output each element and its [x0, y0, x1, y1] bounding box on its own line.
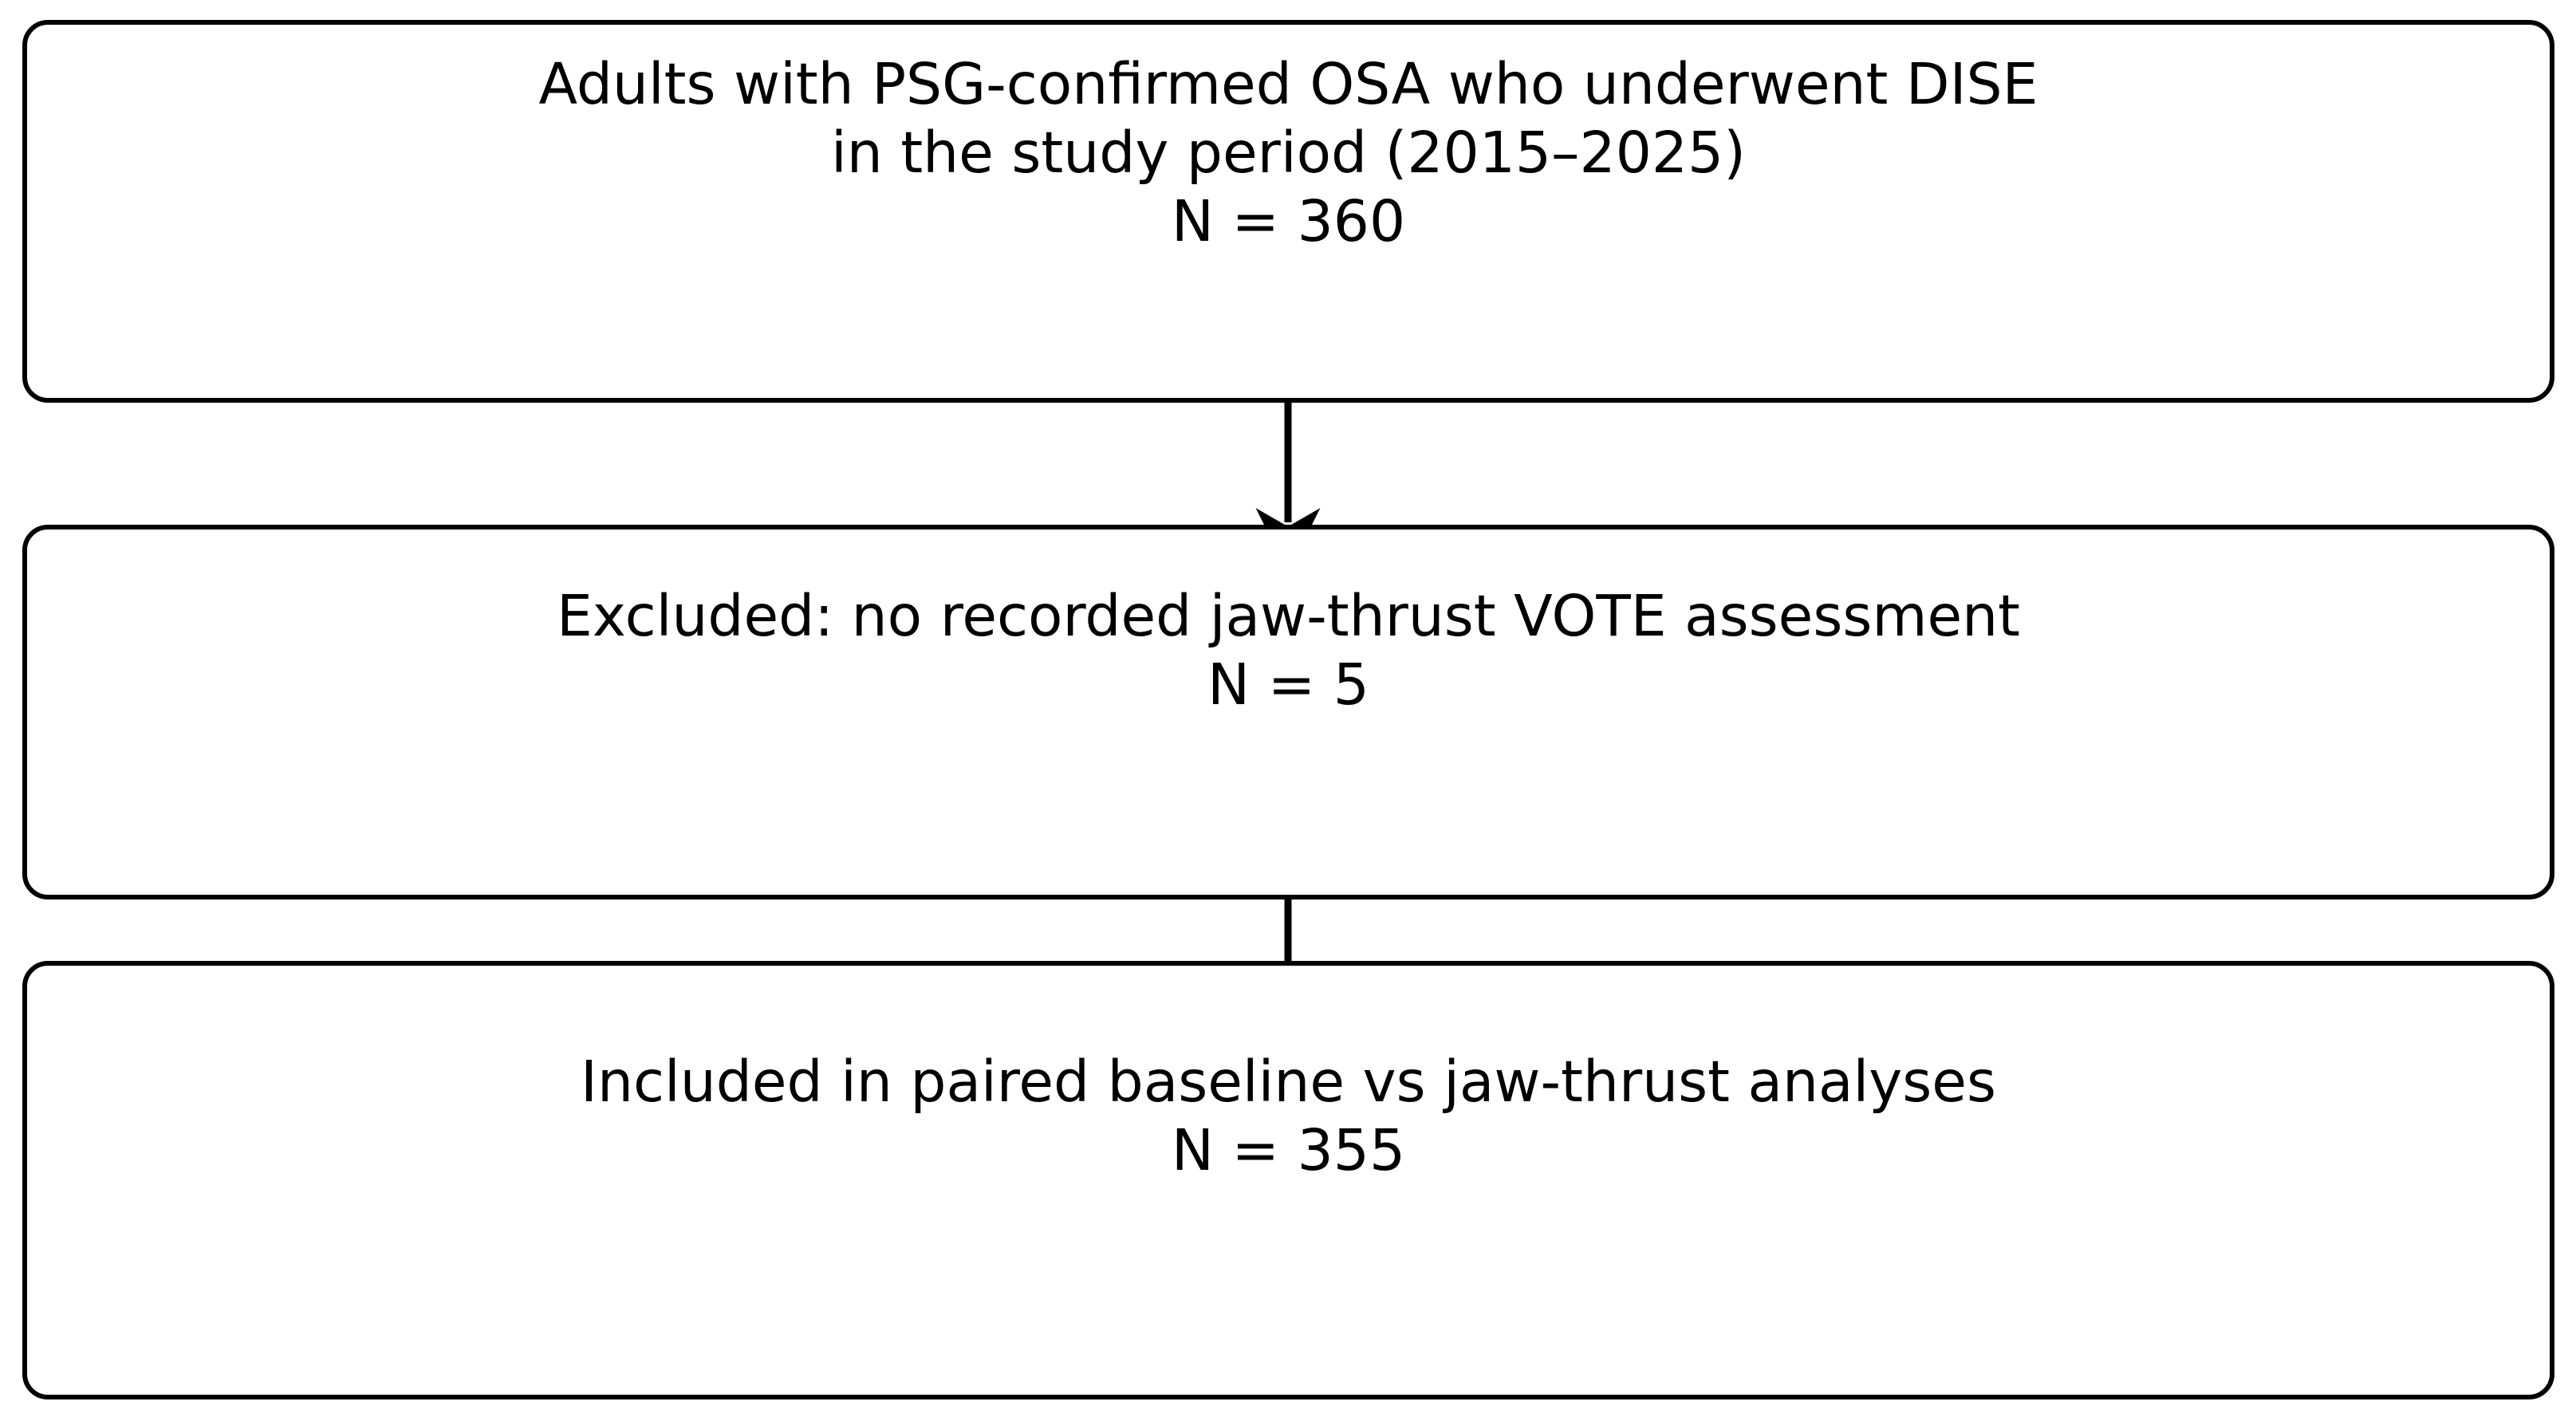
- node-screened-text: Adults with PSG-confirmed OSA who underw…: [27, 50, 2550, 256]
- node-included-cohort: Included in paired baseline vs jaw-thrus…: [22, 961, 2554, 1399]
- node-excluded-count: N = 5: [1207, 651, 1369, 718]
- node-excluded-text: Excluded: no recorded jaw-thrust VOTE as…: [27, 582, 2550, 719]
- node-excluded-line-1: Excluded: no recorded jaw-thrust VOTE as…: [556, 583, 2020, 649]
- node-excluded: Excluded: no recorded jaw-thrust VOTE as…: [22, 525, 2554, 899]
- node-included-count: N = 355: [1171, 1117, 1406, 1183]
- node-included-line-1: Included in paired baseline vs jaw-thrus…: [581, 1049, 1996, 1115]
- node-screened-line-1: Adults with PSG-confirmed OSA who underw…: [538, 51, 2038, 117]
- node-screened-line-2: in the study period (2015–2025): [831, 120, 1746, 186]
- node-screened-cohort: Adults with PSG-confirmed OSA who underw…: [22, 20, 2554, 403]
- node-included-text: Included in paired baseline vs jaw-thrus…: [27, 1048, 2550, 1185]
- node-screened-count: N = 360: [1171, 188, 1406, 254]
